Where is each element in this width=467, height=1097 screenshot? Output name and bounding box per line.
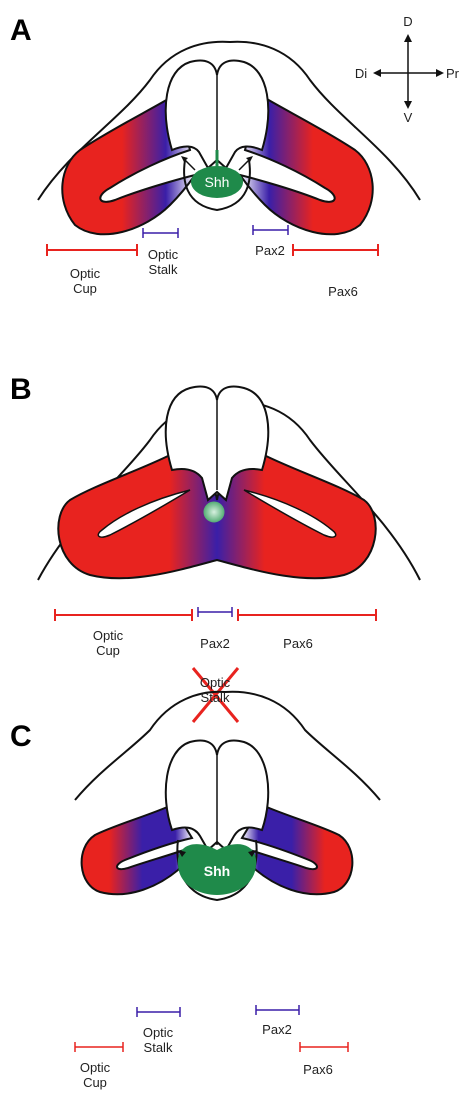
axis-dorsal-label: D	[401, 14, 415, 29]
axis-ventral-label: V	[401, 110, 415, 125]
panel-a-letter: A	[10, 14, 32, 48]
panel-a-pax6-label: Pax6	[318, 284, 368, 299]
panel-c-shh-label: Shh	[195, 863, 239, 879]
panel-b-letter: B	[10, 373, 32, 407]
panel-c-pax6-label: Pax6	[293, 1062, 343, 1077]
axis-compass	[373, 34, 444, 109]
axis-distal-label: Di	[350, 66, 372, 81]
axis-proximal-label: Pr	[446, 66, 466, 81]
panel-a-shh-label: Shh	[197, 174, 237, 190]
panel-c-bars	[75, 1005, 348, 1052]
panel-a-drawing	[38, 34, 444, 256]
panel-c-letter: C	[10, 720, 32, 754]
panel-b-bars	[55, 607, 376, 621]
panel-b-shh-domain	[204, 502, 224, 522]
panel-b-drawing	[38, 387, 420, 723]
panel-a-pax2-label: Pax2	[245, 243, 295, 258]
panel-c-pax2-label: Pax2	[252, 1022, 302, 1037]
panel-b-pax2-label: Pax2	[190, 636, 240, 651]
panel-b-pax6-label: Pax6	[273, 636, 323, 651]
